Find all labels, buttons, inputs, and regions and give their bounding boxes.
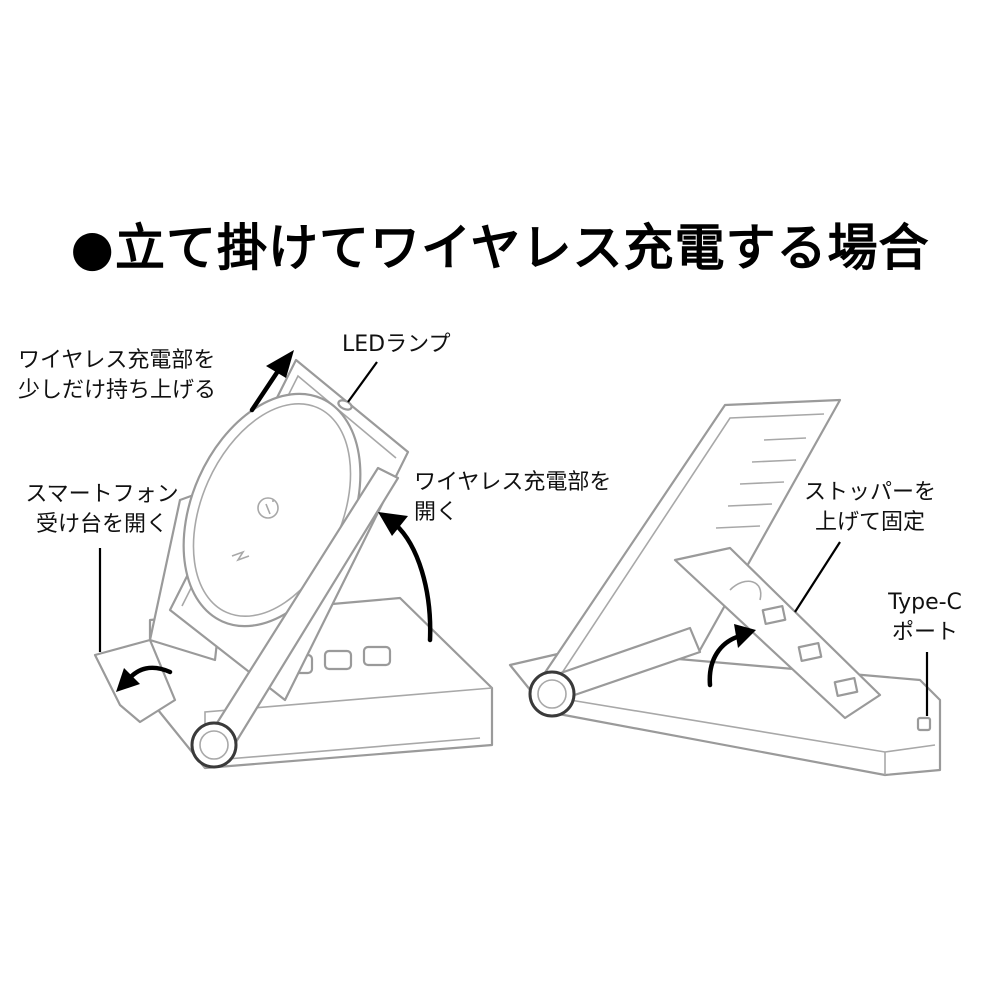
open-label-line2: 開く <box>414 500 459 525</box>
type-c-port-label: Type-C ポート <box>870 588 980 648</box>
type-c-port-label-line1: Type-C <box>888 590 962 615</box>
left-charger-illustration <box>93 358 494 770</box>
led-lamp-label: LEDランプ <box>342 332 451 357</box>
lightning-bolt-icon <box>231 550 250 562</box>
type-c-port-label-line2: ポート <box>891 620 958 645</box>
phone-stand-label-line1: スマートフォン <box>25 482 179 507</box>
phone-stand-label: スマートフォン 受け台を開く <box>22 480 182 540</box>
stopper-label: ストッパーを 上げて固定 <box>790 478 950 538</box>
qi-logo-icon <box>257 497 279 519</box>
stopper-leader-line <box>794 541 841 613</box>
phone-stand-arrow <box>116 665 173 692</box>
stopper-label-line1: ストッパーを <box>803 480 936 505</box>
led-leader-line <box>347 361 378 403</box>
open-arrow <box>378 512 433 643</box>
open-label: ワイヤレス充電部を 開く <box>414 468 611 528</box>
lift-label-line1: ワイヤレス充電部を <box>18 348 216 373</box>
type-c-port <box>916 716 932 732</box>
phone-stand-label-line2: 受け台を開く <box>35 512 168 537</box>
page-title: ●立て掛けてワイヤレス充電する場合 <box>70 219 930 277</box>
lift-label: ワイヤレス充電部を 少しだけ持ち上げる <box>18 346 216 406</box>
open-label-line1: ワイヤレス充電部を <box>414 470 612 495</box>
stopper-label-line2: 上げて固定 <box>814 510 925 535</box>
right-charger-illustration <box>508 398 942 777</box>
lift-label-line2: 少しだけ持ち上げる <box>18 378 217 403</box>
stopper-arrow <box>707 624 756 688</box>
lift-arrow <box>249 350 294 413</box>
